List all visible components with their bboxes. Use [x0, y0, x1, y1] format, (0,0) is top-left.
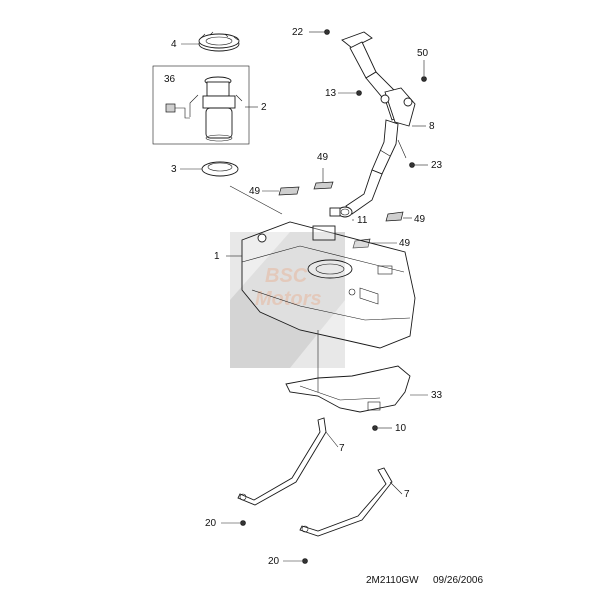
callout-1[interactable]: 1 [214, 251, 220, 262]
callout-7-a[interactable]: 7 [339, 443, 345, 454]
diagram-date: 09/26/2006 [433, 575, 483, 586]
part-tank-straps[interactable] [237, 417, 393, 537]
callout-4[interactable]: 4 [171, 39, 177, 50]
leader-lines [180, 31, 428, 562]
callout-49-c[interactable]: 49 [414, 214, 426, 225]
callout-49-b[interactable]: 49 [317, 152, 329, 163]
callout-22[interactable]: 22 [292, 27, 304, 38]
callout-49-d[interactable]: 49 [399, 238, 411, 249]
callout-36[interactable]: 36 [164, 74, 176, 85]
callout-2[interactable]: 2 [261, 102, 267, 113]
callout-10[interactable]: 10 [395, 423, 407, 434]
part-hose-clamp[interactable] [329, 206, 353, 218]
callout-3[interactable]: 3 [171, 164, 177, 175]
callout-50[interactable]: 50 [417, 48, 429, 59]
part-heat-shield[interactable] [285, 365, 411, 413]
watermark-line1: BSC [265, 265, 308, 287]
diagram-code: 2M2110GW [366, 575, 419, 586]
callout-8[interactable]: 8 [429, 121, 435, 132]
part-fuel-tank[interactable] [241, 221, 416, 349]
callout-20-b[interactable]: 20 [268, 556, 280, 567]
callout-23[interactable]: 23 [431, 160, 443, 171]
part-insulator-pads[interactable] [278, 181, 404, 249]
part-filler-neck[interactable] [341, 31, 416, 215]
footer: 2M2110GW 09/26/2006 [366, 575, 483, 586]
part-lock-ring[interactable] [198, 31, 240, 52]
callout-11[interactable]: 11 [357, 215, 368, 226]
callout-20-a[interactable]: 20 [205, 518, 217, 529]
callout-33[interactable]: 33 [431, 390, 443, 401]
callout-7-b[interactable]: 7 [404, 489, 410, 500]
part-fuel-pump-module[interactable] [152, 65, 250, 145]
watermark-line2: Motors [255, 288, 322, 310]
watermark: BSC Motors [230, 232, 345, 368]
part-seal-ring[interactable] [201, 161, 239, 177]
callout-labels: 22 50 4 36 2 13 8 3 49 23 49 11 49 1 49 … [164, 27, 443, 567]
callout-49-a[interactable]: 49 [249, 186, 261, 197]
callout-13[interactable]: 13 [325, 88, 337, 99]
